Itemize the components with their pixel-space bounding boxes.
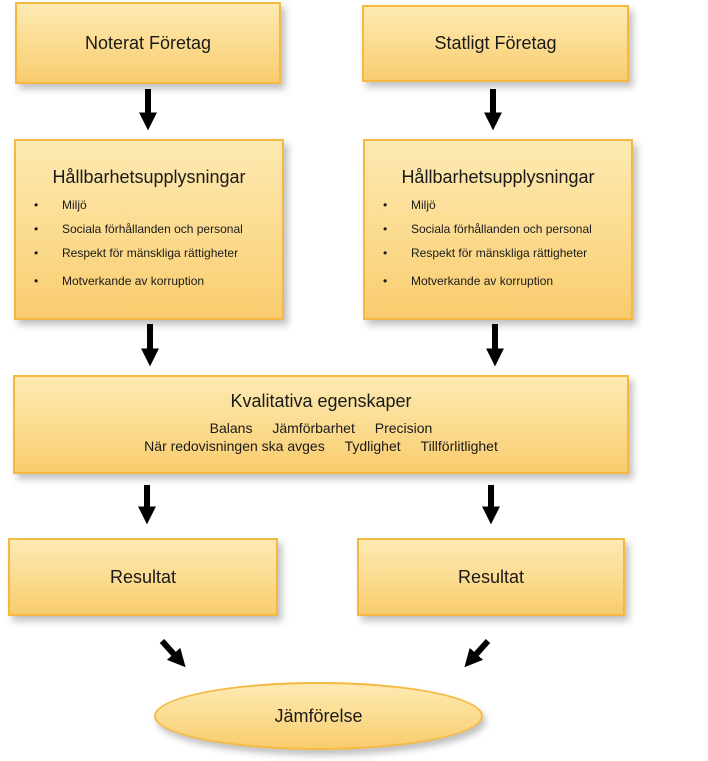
list-item: Motverkande av korruption [34,274,282,288]
arrow-diag-right [464,638,491,668]
list-item: Sociala förhållanden och personal [34,222,282,236]
result-label: Resultat [109,566,177,587]
qualitative-box: Kvalitativa egenskaper Balans Jämförbarh… [13,375,629,474]
comparison-ellipse: Jämförelse [154,682,483,750]
disclosure-list: Miljö Sociala förhållanden och personal … [365,198,631,288]
list-item: Miljö [383,198,631,212]
disclosure-box-right: Hållbarhetsupplysningar Miljö Sociala fö… [363,139,633,320]
comparison-label: Jämförelse [274,705,363,726]
result-box-left: Resultat [8,538,278,616]
qualitative-row-1: Balans Jämförbarhet Precision [15,420,627,436]
list-item: Sociala förhållanden och personal [383,222,631,236]
list-item: Miljö [34,198,282,212]
quality-balance: Balans [209,420,253,436]
quality-timing: När redovisningen ska avges [144,438,325,454]
quality-clarity: Tydlighet [344,438,401,454]
result-label: Resultat [457,566,525,587]
list-item: Respekt för mänskliga rättigheter [34,246,282,260]
listed-company-box: Noterat Företag [15,2,281,84]
disclosure-box-left: Hållbarhetsupplysningar Miljö Sociala fö… [14,139,284,320]
disclosure-list: Miljö Sociala förhållanden och personal … [16,198,282,288]
disclosure-title: Hållbarhetsupplysningar [401,167,595,187]
state-company-box: Statligt Företag [362,5,629,82]
qualitative-row-2: När redovisningen ska avges Tydlighet Ti… [15,438,627,454]
quality-comparability: Jämförbarhet [272,420,355,436]
state-company-label: Statligt Företag [434,33,557,53]
list-item: Respekt för mänskliga rättigheter [383,246,631,260]
arrow-diag-left [159,638,186,668]
list-item: Motverkande av korruption [383,274,631,288]
quality-reliability: Tillförlitlighet [420,438,498,454]
disclosure-title: Hållbarhetsupplysningar [52,167,246,187]
listed-company-label: Noterat Företag [84,32,212,53]
qualitative-title: Kvalitativa egenskaper [230,391,412,411]
quality-precision: Precision [374,420,433,436]
result-box-right: Resultat [357,538,625,616]
